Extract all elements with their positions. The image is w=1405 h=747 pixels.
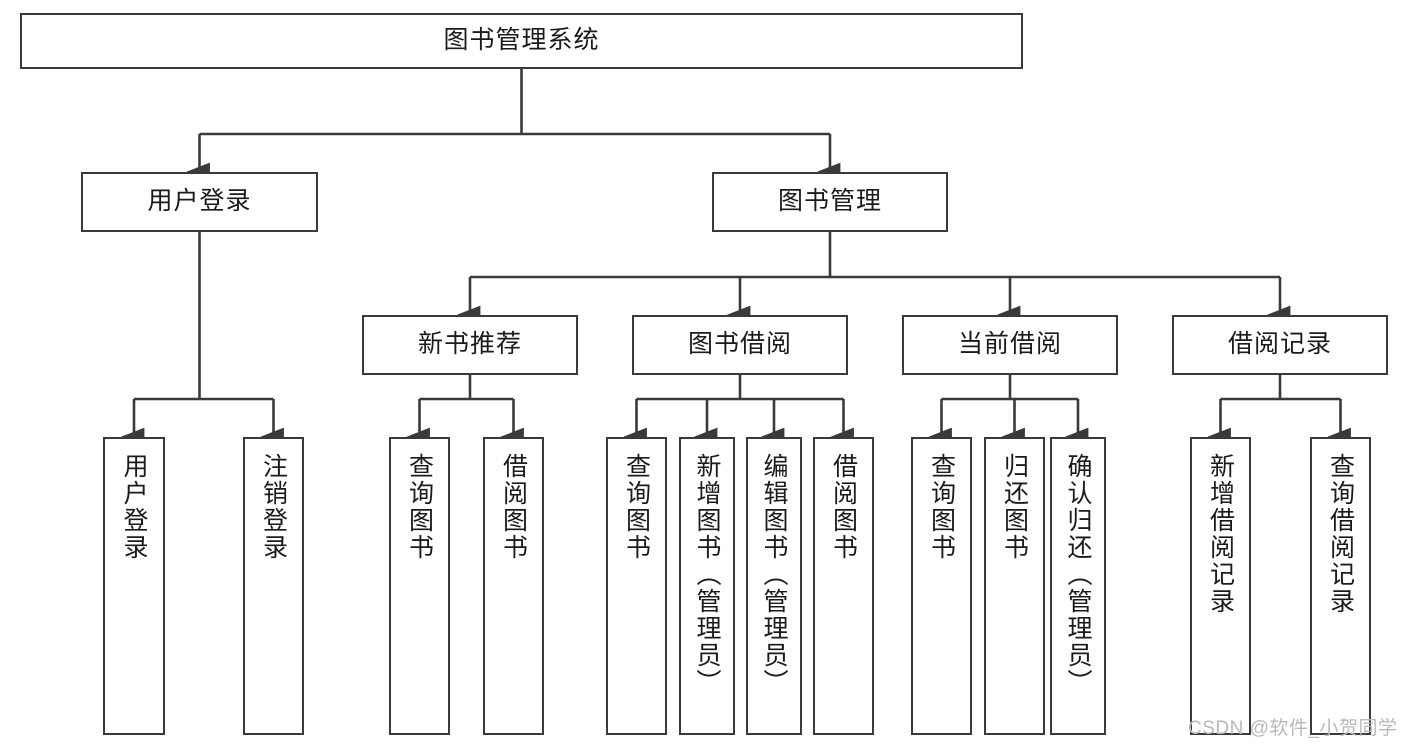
node-n1[interactable]: 查询图书 (389, 437, 450, 735)
node-label: 新书推荐 (417, 330, 522, 359)
node-label: 查询借阅记录 (1326, 453, 1355, 615)
node-root[interactable]: 图书管理系统 (20, 13, 1023, 69)
node-r1[interactable]: 新增借阅记录 (1190, 437, 1251, 735)
node-c2[interactable]: 归还图书 (984, 437, 1045, 735)
node-label: 确认归还（管理员） (1064, 453, 1092, 696)
node-label: 查询图书 (927, 453, 956, 561)
node-b1[interactable]: 查询图书 (606, 437, 667, 735)
node-label: 归还图书 (1000, 453, 1029, 561)
csdn-watermark: CSDN @软件_小贺同学 (1188, 718, 1398, 739)
node-label: 查询图书 (405, 453, 434, 561)
node-label: 新增图书（管理员） (693, 453, 721, 696)
node-label: 注销登录 (259, 453, 288, 561)
node-b3[interactable]: 编辑图书（管理员） (746, 437, 802, 735)
node-b2[interactable]: 新增图书（管理员） (679, 437, 735, 735)
node-label: 用户登录 (147, 187, 252, 216)
node-label: 编辑图书（管理员） (760, 453, 788, 696)
node-label: 借阅图书 (829, 453, 858, 561)
node-bookmgmt[interactable]: 图书管理 (712, 172, 948, 232)
node-label: 图书管理系统 (443, 26, 600, 55)
node-records[interactable]: 借阅记录 (1172, 315, 1388, 375)
node-newbook[interactable]: 新书推荐 (362, 315, 578, 375)
node-label: 借阅图书 (499, 453, 528, 561)
node-label: 查询图书 (622, 453, 651, 561)
node-login[interactable]: 用户登录 (81, 172, 318, 232)
node-l2[interactable]: 注销登录 (243, 437, 304, 735)
node-label: 用户登录 (120, 453, 148, 561)
node-borrow[interactable]: 图书借阅 (632, 315, 848, 375)
node-r2[interactable]: 查询借阅记录 (1310, 437, 1371, 735)
node-b4[interactable]: 借阅图书 (813, 437, 874, 735)
node-c3[interactable]: 确认归还（管理员） (1050, 437, 1106, 735)
node-label: 借阅记录 (1227, 330, 1332, 359)
node-n2[interactable]: 借阅图书 (483, 437, 544, 735)
node-l1[interactable]: 用户登录 (103, 437, 165, 735)
node-label: 当前借阅 (957, 330, 1062, 359)
node-label: 新增借阅记录 (1206, 453, 1235, 615)
node-c1[interactable]: 查询图书 (911, 437, 972, 735)
node-current[interactable]: 当前借阅 (902, 315, 1118, 375)
node-label: 图书借阅 (687, 330, 792, 359)
node-label: 图书管理 (777, 187, 882, 216)
